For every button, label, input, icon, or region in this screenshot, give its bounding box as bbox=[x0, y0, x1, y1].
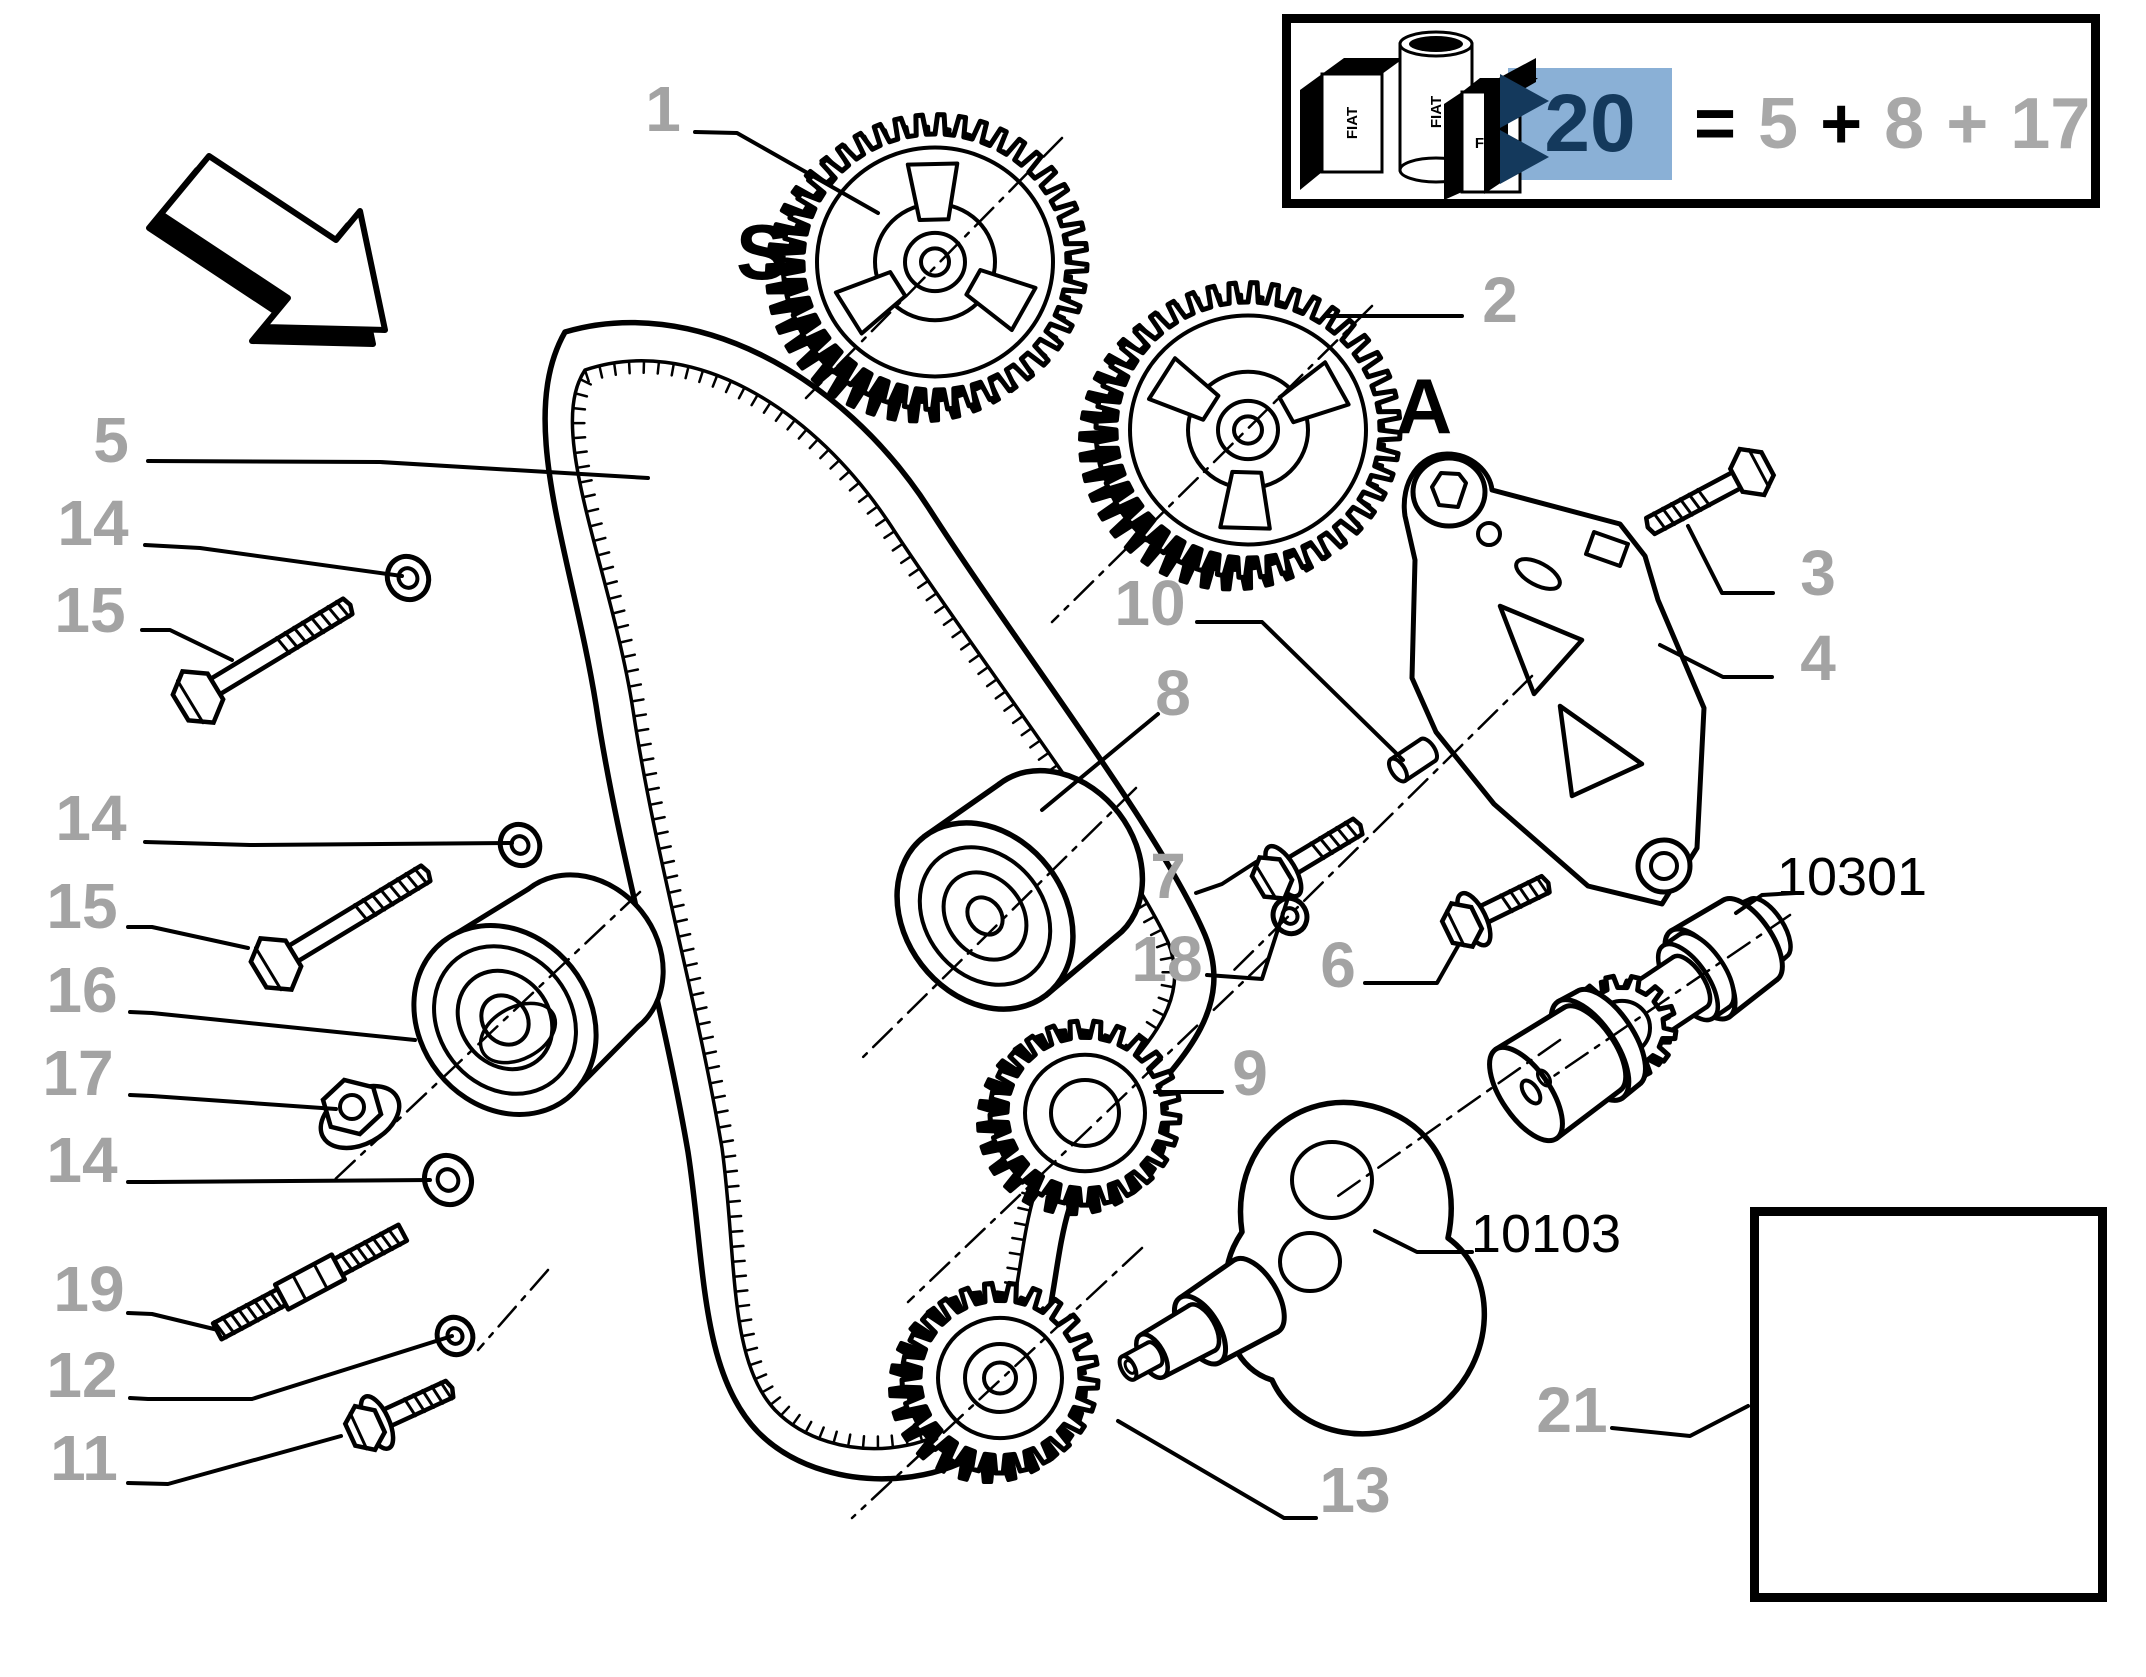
gear-ring bbox=[963, 1342, 1037, 1414]
bolt-head bbox=[1439, 900, 1485, 950]
leader-line bbox=[140, 628, 234, 662]
idler-pulley-face bbox=[894, 820, 1076, 1012]
pivot-pin-face bbox=[1386, 756, 1410, 784]
center-line bbox=[1336, 1038, 1562, 1198]
gear-ring bbox=[1049, 1078, 1121, 1148]
center-line bbox=[804, 136, 1064, 400]
leader-line bbox=[1686, 524, 1775, 595]
bracket-clamp-tab bbox=[1584, 530, 1630, 568]
gear-spoke-slot bbox=[905, 161, 960, 222]
center-line bbox=[1543, 913, 1792, 1084]
center-line bbox=[328, 890, 642, 1186]
hex-bolt-15 bbox=[248, 863, 433, 993]
kit-number: 20 bbox=[1544, 78, 1636, 169]
bracket-cutout bbox=[1557, 703, 1645, 799]
shaft-big-end-body bbox=[1670, 900, 1777, 1018]
leader-line bbox=[126, 1178, 432, 1184]
kit-formula: = 5 + 8 + 17 bbox=[1694, 68, 2090, 180]
component-number: 17 bbox=[2010, 84, 2091, 164]
leader-line bbox=[1734, 891, 1798, 915]
gear-ring bbox=[982, 1360, 1018, 1396]
gear-spoke-slot bbox=[833, 270, 908, 336]
plus-sign: + bbox=[1820, 84, 1863, 164]
kit-21-inset-box bbox=[1750, 1207, 2107, 1602]
bracket-cutout bbox=[1497, 603, 1585, 697]
leader-line bbox=[128, 1010, 417, 1042]
leader-line bbox=[126, 925, 250, 950]
component-number: 8 bbox=[1884, 84, 1925, 164]
flange-bolt-11 bbox=[342, 1378, 456, 1453]
leader-lines bbox=[126, 130, 1798, 1520]
crank-journal-circle bbox=[1278, 1231, 1342, 1293]
equals-sign: = bbox=[1694, 84, 1737, 164]
bracket-slot bbox=[1514, 557, 1562, 591]
crankshaft bbox=[1117, 1099, 1488, 1437]
gear-spoke-slot bbox=[964, 268, 1038, 332]
leader-line bbox=[128, 1334, 454, 1401]
bolt-head bbox=[1727, 446, 1777, 498]
center-lines bbox=[328, 136, 1792, 1520]
tensioner-bracket bbox=[1386, 451, 1707, 907]
gear-ring bbox=[919, 246, 951, 278]
leader-line bbox=[126, 1434, 343, 1486]
gear-ring bbox=[1023, 1052, 1147, 1174]
gear-spoke-slot bbox=[1218, 469, 1272, 531]
bolt-head bbox=[248, 935, 304, 993]
leader-line bbox=[143, 543, 404, 578]
arrow-body bbox=[158, 153, 388, 333]
leader-line bbox=[1363, 944, 1460, 985]
plus-sign: + bbox=[1946, 84, 1989, 164]
leader-line bbox=[1373, 1229, 1474, 1254]
gear-ring bbox=[903, 230, 967, 294]
crankpin-circle bbox=[1290, 1140, 1374, 1220]
center-line bbox=[856, 786, 1138, 1064]
center-line bbox=[1050, 304, 1374, 624]
leader-line bbox=[1116, 1419, 1318, 1520]
leader-line bbox=[1194, 860, 1258, 895]
leader-line bbox=[693, 130, 880, 215]
direction-arrow-icon bbox=[146, 153, 388, 347]
gear-ring bbox=[1232, 414, 1264, 446]
stud-19 bbox=[210, 1222, 410, 1342]
bracket-hole-inner bbox=[1649, 851, 1679, 881]
leader-line bbox=[1610, 1404, 1750, 1438]
leader-line bbox=[1040, 712, 1160, 812]
bolt-3 bbox=[1643, 446, 1777, 537]
leader-line bbox=[1205, 899, 1289, 981]
bolt-head bbox=[1249, 855, 1295, 901]
bracket-outline bbox=[1401, 451, 1707, 907]
balance-shaft-10301 bbox=[1487, 895, 1793, 1144]
kit-number-highlight[interactable]: 20 bbox=[1508, 68, 1672, 180]
center-line bbox=[850, 1246, 1144, 1520]
gear-ring bbox=[1216, 398, 1280, 462]
bolt-head bbox=[170, 668, 226, 726]
bracket-small-hole bbox=[1476, 521, 1502, 547]
component-number: 5 bbox=[1758, 84, 1799, 164]
center-line bbox=[476, 1268, 550, 1352]
flange-bolt-7 bbox=[1249, 816, 1365, 901]
leader-line bbox=[1658, 643, 1774, 679]
leader-line bbox=[126, 1311, 220, 1332]
gear-spoke-slot bbox=[1147, 356, 1221, 422]
flange-bolt-6 bbox=[1439, 873, 1552, 950]
gear-spoke-slot bbox=[1277, 360, 1351, 425]
leader-line bbox=[128, 1093, 338, 1111]
leader-line bbox=[1195, 620, 1405, 762]
hex-bolt-15 bbox=[170, 596, 355, 726]
gears-and-fasteners bbox=[170, 112, 1777, 1484]
leader-line bbox=[143, 840, 514, 847]
leader-line bbox=[146, 459, 650, 480]
crankshaft-counterweights bbox=[1224, 1099, 1488, 1437]
bracket-boss-hex-hole bbox=[1430, 471, 1468, 509]
center-line bbox=[906, 956, 1270, 1304]
bolt-head bbox=[342, 1403, 388, 1453]
